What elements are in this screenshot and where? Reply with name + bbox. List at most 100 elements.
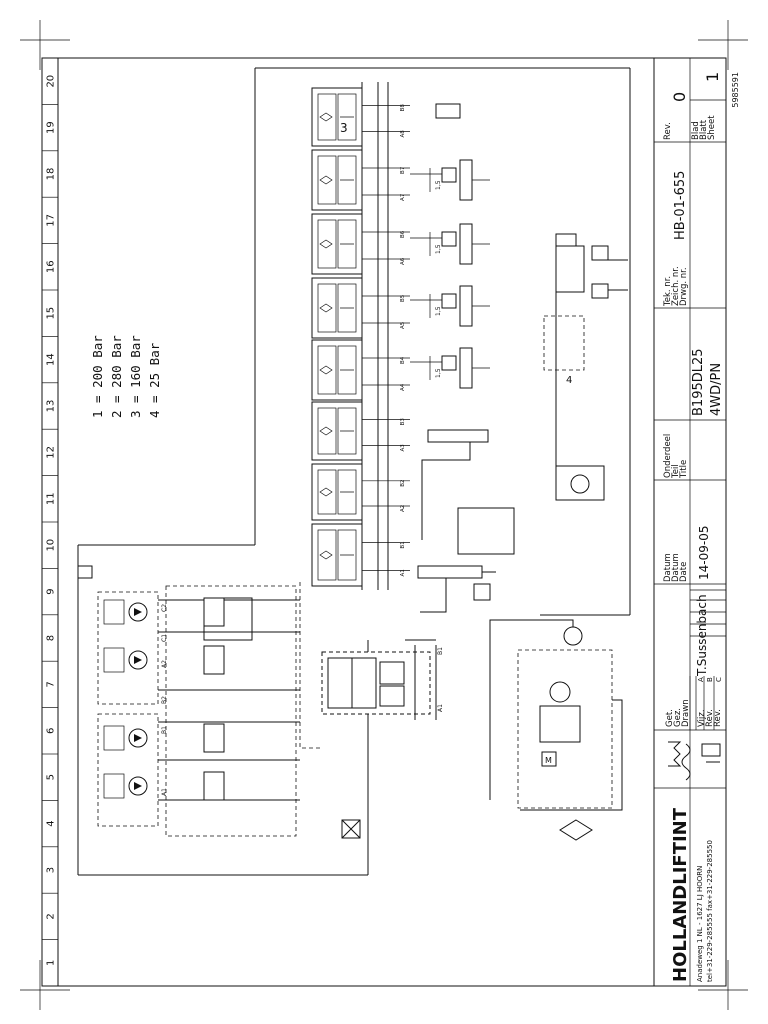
rev-letter-a: A: [697, 677, 705, 682]
motor-arrow-icon: [134, 734, 142, 742]
motor-block: C2 C1 A2 B2 B1 A1: [97, 582, 322, 837]
cylinder: [459, 223, 473, 265]
port-a1-left: A1: [161, 788, 168, 796]
spool-symbol: [319, 112, 354, 122]
port-a2-left: A2: [161, 660, 168, 668]
title-label-2: Teil: [671, 464, 681, 479]
secondary-valve-block: B1 A1: [321, 639, 444, 720]
drawn-label-2: Gez.: [673, 708, 683, 727]
port-label: B6: [400, 230, 406, 238]
ruler-number: 8: [46, 635, 57, 641]
spool-symbol: [319, 365, 354, 375]
title-label-3: Title: [679, 460, 689, 479]
rev-letter-b: B: [706, 677, 714, 682]
port-label: B4: [400, 356, 406, 364]
valve-symbol: [441, 231, 457, 247]
spool-symbol: [319, 426, 354, 436]
cylinder: [459, 347, 473, 389]
motor-arrow-icon: [134, 656, 142, 664]
orifice-label: 1,5: [435, 306, 442, 316]
rev-label: Rev.: [663, 122, 673, 140]
spool-box: [337, 283, 357, 333]
cylinder-top: [435, 103, 461, 119]
sheet-label-3: Sheet: [707, 115, 717, 140]
valve-symbol: [203, 723, 225, 753]
motor-m: M: [545, 756, 552, 765]
checked-label-3: Rev.: [713, 709, 723, 727]
spool-box: [317, 529, 337, 581]
title-block: Get. Gez. Drawn T.Sussenbach Vijz. Rev. …: [653, 57, 727, 987]
ruler-number: 6: [46, 728, 57, 734]
port-label: A7: [400, 193, 406, 201]
port-label: B5: [400, 294, 406, 302]
port-b2-left: B2: [161, 696, 168, 704]
title-line-1: B195DL25: [691, 348, 706, 416]
filter-components: [77, 565, 361, 839]
drawn-label-1: Get.: [665, 709, 675, 727]
company-name: HOLLANDLIFTINT: [670, 807, 691, 982]
legend-line-1: 1 = 200 Bar: [90, 335, 105, 418]
label-4: 4: [566, 375, 572, 386]
drawn-by: T.Sussenbach: [695, 594, 709, 677]
cylinder: [459, 285, 473, 327]
ruler-number: 4: [46, 820, 57, 826]
cylinder: [459, 159, 473, 201]
orifice-label: 1,5: [435, 368, 442, 378]
port-label: B2: [400, 480, 406, 487]
ruler-number: 11: [46, 492, 57, 505]
ruler-number: 10: [46, 539, 57, 552]
checked-label-1: Vijz.: [697, 709, 707, 727]
valve-symbol: [203, 771, 225, 801]
port-c1-top: C1: [161, 634, 168, 642]
company-phone: tel+31-229-285555 fax+31-229-285550: [706, 840, 714, 982]
drawing-frame: [41, 57, 727, 987]
ruler-number: 15: [46, 307, 57, 320]
right-valve-group: 4: [543, 233, 628, 501]
ruler-number: 18: [46, 168, 57, 181]
ruler-number: 1: [46, 960, 57, 966]
port-label: A3: [400, 444, 406, 452]
port-a1: A1: [437, 704, 444, 712]
title-label-1: Onderdeel: [663, 434, 673, 478]
date-label-1: Datum: [663, 553, 673, 582]
date-label-2: Datum: [671, 553, 681, 582]
port-b1-left: B1: [161, 726, 168, 734]
port-label: B1: [400, 541, 406, 548]
legend-line-2: 2 = 280 Bar: [109, 335, 124, 418]
drawing-label-3: Drwg. nr.: [679, 267, 689, 306]
legend-line-4: 4 = 25 Bar: [147, 342, 162, 418]
spool-box: [317, 93, 337, 141]
ruler-number: 9: [46, 588, 57, 594]
valve-symbol: [203, 597, 225, 627]
spool-box: [317, 219, 337, 269]
valve-symbol: [441, 355, 457, 371]
cylinder-rod: [410, 356, 490, 380]
logo-symbol-icon: [668, 741, 721, 781]
spool-box: [337, 529, 357, 581]
spool-symbol: [319, 303, 354, 313]
lift-cylinder: [417, 429, 515, 613]
port-label: B7: [400, 166, 406, 174]
ruler-number: 19: [46, 121, 57, 134]
date-value: 14-09-05: [697, 526, 711, 580]
doc-code: 5985591: [731, 72, 740, 108]
valve-symbol: [441, 167, 457, 183]
valve-section: [311, 463, 363, 521]
cylinder-rod: [410, 232, 490, 256]
ruler-number: 16: [46, 260, 57, 273]
cylinder-rod: [410, 168, 490, 192]
ruler-number: 17: [46, 214, 57, 227]
port-label: B3: [400, 418, 406, 426]
orifice-label: 1,5: [435, 244, 442, 254]
port-label: A1: [400, 569, 406, 576]
ruler-number: 20: [46, 75, 57, 88]
port-label: A8: [400, 130, 406, 138]
valve-symbol: [441, 293, 457, 309]
label-3: 3: [340, 121, 348, 135]
motor-brake: [103, 647, 125, 673]
spool-box: [337, 219, 357, 269]
port-c2: C2: [161, 604, 168, 612]
cylinders: 1,51,51,51,5: [410, 103, 490, 389]
